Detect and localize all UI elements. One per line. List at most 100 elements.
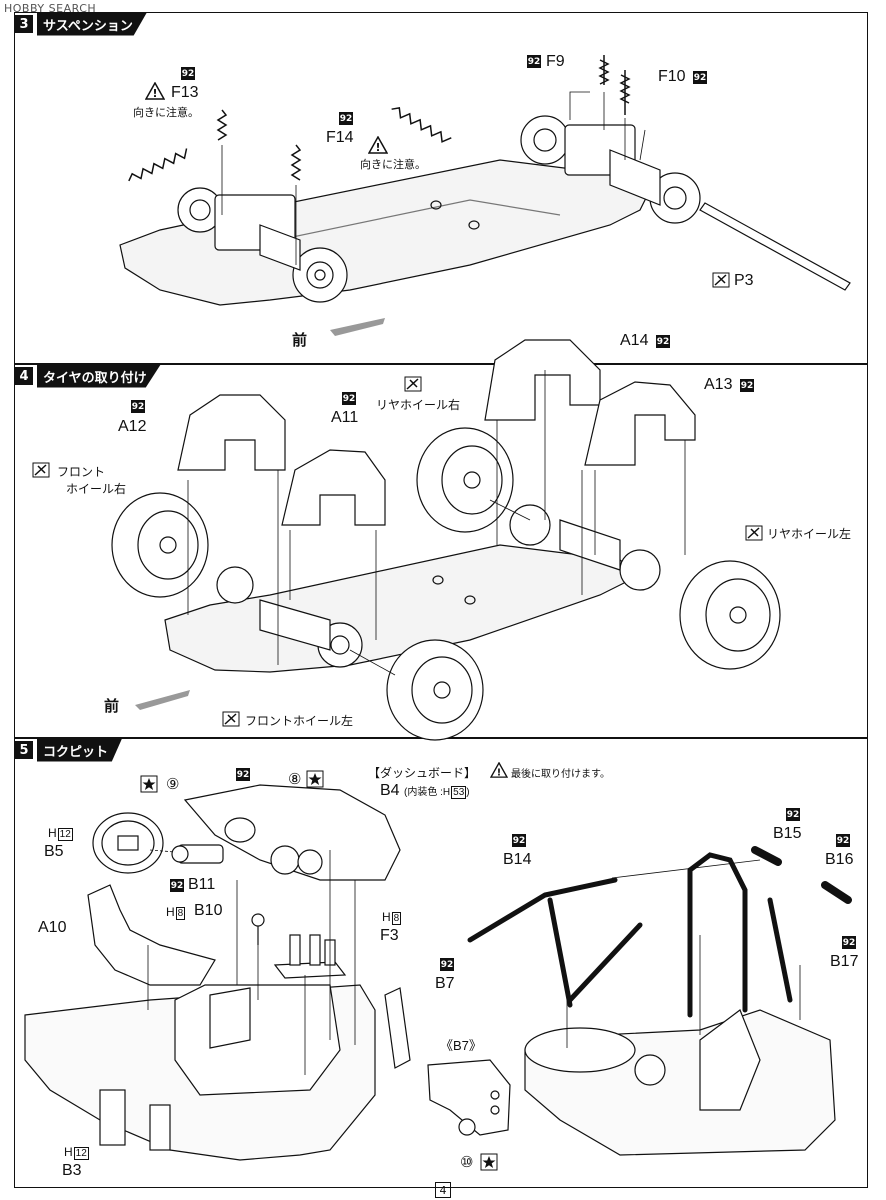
steering-wheel-b5 [92,812,164,874]
rear-right-wheel-label: リヤホイール右 [376,398,461,412]
guide-lines-s3 [221,91,646,265]
part-label-a14: A14 [620,332,649,349]
part-label-a11: A11 [331,409,359,426]
paint-code-badge: 92 [512,834,526,847]
b7-detail-label: 《B7》 [440,1038,482,1053]
part-label-f10: F10 [658,68,686,85]
h-prefix: H [64,1145,73,1159]
part-label-f9: F9 [546,53,565,70]
front-right-wheel-label-2: ホイール右 [66,482,127,496]
part-label-a10: A10 [38,919,67,936]
callout-8: ⑧ [288,771,302,788]
svg-text:!: ! [375,141,380,154]
section-title: タイヤの取り付け [37,364,161,388]
front-label: 前 [104,698,120,715]
section-title: コクピット [37,738,123,762]
springs-s3 [128,55,631,182]
part-label-b16: B16 [825,851,854,868]
rear-suspension-s3 [520,115,701,224]
dashboard-title: 【ダッシュボード】 [368,766,477,780]
chassis-plate-s4 [164,504,661,673]
paint-code-badge: 92 [656,335,670,348]
part-label-b10: B10 [194,902,223,919]
guide-lines-cage [566,859,801,1048]
paint-code-badge: 92 [786,808,800,821]
dashboard-b4 [183,784,401,881]
wheels-s4 [111,427,781,741]
color-code-box: 53 [451,786,467,799]
paint-code-badge: 92 [236,768,250,781]
part-label-f13: F13 [171,84,199,101]
part-label-b17: B17 [830,953,859,970]
paint-code-badge: 92 [740,379,754,392]
dashboard-note: 最後に取り付けます。 [511,769,610,780]
part-label-a13: A13 [704,376,733,393]
section-number: 4 [15,367,33,385]
h-prefix: H [48,826,57,840]
part-label-f14: F14 [326,129,354,146]
b7-detail [427,1059,511,1136]
paint-code-badge: 92 [842,936,856,949]
section-title: サスペンション [37,12,147,36]
chassis-plate-s3 [119,159,651,306]
section-5-header: 5 コクピット [15,738,123,762]
section-3-frame [14,12,868,364]
seat-a10 [87,884,216,986]
roll-cage [467,846,852,1018]
h-prefix: H [382,910,391,924]
orientation-note: 向きに注意。 [360,159,426,171]
part-label-b11: B11 [188,876,216,893]
h-prefix: H [166,905,175,919]
section-4-header: 4 タイヤの取り付け [15,364,161,388]
guide-lines-s5 [147,849,356,1075]
color-code-box: 12 [73,1147,89,1160]
paint-code-badge: 92 [131,400,145,413]
steering-column-b11 [171,844,224,864]
section-number: 5 [15,741,33,759]
front-arrow-s3 [330,318,385,336]
part-label-f3: F3 [380,927,399,944]
paint-code-badge: 92 [339,112,353,125]
front-label: 前 [292,332,308,349]
color-code-box: 8 [391,912,402,925]
part-label-b14: B14 [503,851,532,868]
callout-10: ⑩ [460,1154,474,1171]
watermark: HOBBY SEARCH [4,2,97,15]
callout-9: ⑨ [166,776,180,793]
paint-code-badge: 92 [342,392,356,405]
page-number: 4 [435,1182,451,1198]
paint-code-badge: 92 [693,71,707,84]
b4-name: B4 [380,782,400,799]
b4-note-text: (内装色 :H [404,787,451,798]
part-label-b5: B5 [44,843,64,860]
color-code-box: 8 [175,907,186,920]
front-arrow-s4 [135,690,190,710]
rear-left-wheel-label: リヤホイール左 [767,527,852,541]
paint-code-badge: 92 [181,67,195,80]
paint-code-badge: 92 [170,879,184,892]
tub-b3 [24,984,376,1161]
orientation-note: 向きに注意。 [133,107,199,119]
part-label-b7: B7 [435,975,455,992]
guide-lines-s4 [187,370,686,676]
part-label-p3: P3 [734,272,754,289]
b4-note-close: ) [466,787,470,798]
front-suspension-s3 [177,187,348,303]
paint-code-badge: 92 [440,958,454,971]
cockpit-assembled [524,1009,836,1156]
pedals-f3 [273,934,347,979]
part-label-b3: B3 [62,1162,82,1179]
front-left-wheel-label: フロントホイール左 [245,714,354,728]
color-code-box: 12 [57,828,73,841]
front-right-wheel-label-1: フロント [57,465,106,479]
rod-p3 [699,202,851,291]
fenders-s4 [177,339,696,526]
section-3-header: 3 サスペンション [15,12,147,36]
